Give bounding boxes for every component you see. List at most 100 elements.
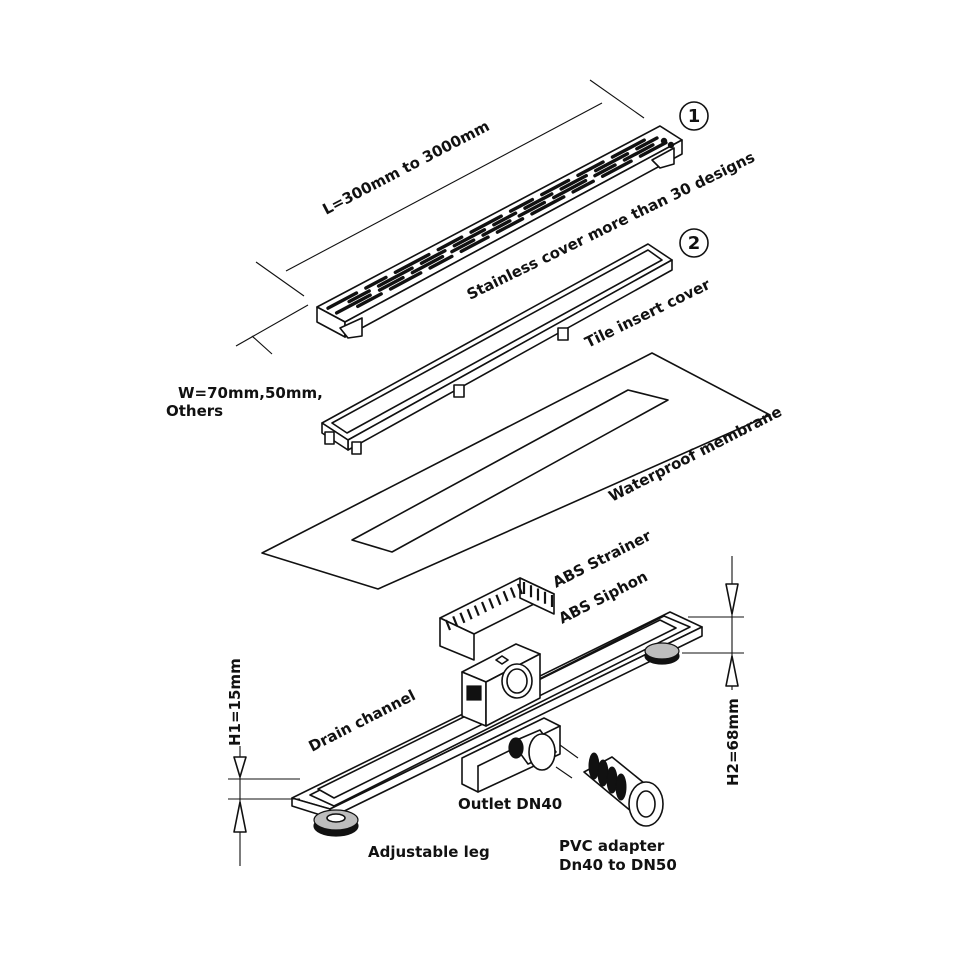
cover-leg-front bbox=[339, 317, 363, 339]
step-2-badge: 2 bbox=[679, 228, 709, 258]
cover-slot bbox=[428, 254, 454, 270]
waterproof-membrane bbox=[261, 352, 771, 590]
tile-frame-end bbox=[321, 422, 349, 451]
tile-clip bbox=[453, 384, 465, 398]
cover-slot bbox=[495, 217, 525, 234]
adapter-rib bbox=[606, 766, 618, 794]
h2-label: H2=68mm bbox=[724, 698, 742, 786]
cover-slot bbox=[571, 179, 595, 194]
adapter-rib bbox=[597, 759, 609, 787]
cover-slot bbox=[622, 143, 655, 162]
cover-hole bbox=[667, 141, 675, 149]
membrane-cutout bbox=[351, 389, 669, 553]
cover-slot bbox=[450, 238, 476, 254]
cover-slot bbox=[388, 271, 423, 291]
step-1-number: 1 bbox=[688, 106, 701, 127]
strainer-tooth bbox=[488, 597, 495, 609]
siphon-vent bbox=[466, 685, 482, 701]
tile-clip bbox=[557, 327, 569, 341]
strainer-tooth bbox=[452, 615, 459, 627]
tile-leg bbox=[324, 431, 335, 445]
length-label: L=300mm to 3000mm bbox=[320, 117, 493, 219]
strainer-tooth bbox=[473, 605, 480, 617]
adjustable-leg-label: Adjustable leg bbox=[368, 843, 490, 861]
adapter-bore bbox=[636, 790, 656, 818]
step-2-number: 2 bbox=[688, 233, 701, 254]
strainer-tooth bbox=[502, 590, 509, 602]
cover-slot bbox=[593, 152, 630, 173]
strainer-comb bbox=[444, 582, 554, 631]
cover-slot bbox=[530, 195, 566, 216]
outlet-ring bbox=[508, 737, 524, 759]
strainer-tooth bbox=[480, 601, 488, 613]
h2-arrow-up bbox=[725, 655, 739, 687]
cover-slot bbox=[638, 140, 668, 158]
cover-slot bbox=[635, 136, 659, 151]
cover-slot bbox=[326, 291, 359, 310]
membrane-sheet bbox=[261, 352, 771, 590]
adapter-rib bbox=[588, 752, 600, 780]
cover-slot bbox=[393, 252, 431, 275]
cover-slot bbox=[376, 266, 414, 288]
tile-leg bbox=[351, 441, 362, 455]
step-2-circle bbox=[679, 228, 709, 258]
outlet-dn40 bbox=[508, 729, 557, 771]
siphon-port bbox=[506, 668, 528, 694]
strainer-tooth bbox=[495, 594, 502, 606]
cover-slot bbox=[452, 228, 487, 248]
cover-slot bbox=[523, 192, 554, 210]
h1-arrow-up bbox=[233, 801, 247, 833]
adjustable-legs bbox=[313, 642, 680, 837]
step-1-circle bbox=[679, 101, 709, 131]
strainer-tooth bbox=[509, 587, 516, 599]
pvc-adapter-label-line2: Dn40 to DN50 bbox=[559, 856, 677, 874]
tile-insert-cover bbox=[321, 243, 673, 455]
leg-screw bbox=[326, 813, 346, 823]
pvc-adapter-label-line1: PVC adapter bbox=[559, 837, 665, 855]
cover-slot bbox=[356, 292, 383, 309]
outlet-pipe-end bbox=[528, 733, 556, 771]
cover-slot bbox=[334, 293, 372, 315]
cover-slot bbox=[600, 159, 633, 178]
cover-slot bbox=[469, 214, 503, 234]
step-1-badge: 1 bbox=[679, 101, 709, 131]
outlet-label: Outlet DN40 bbox=[458, 795, 562, 813]
cover-slot bbox=[610, 138, 646, 159]
cover-slot bbox=[410, 254, 445, 275]
pvc-adapter bbox=[555, 744, 664, 827]
siphon-arrow-mark bbox=[495, 655, 509, 665]
length-extension-right bbox=[589, 79, 645, 119]
cover-slot bbox=[508, 197, 535, 213]
width-dimension-line bbox=[235, 304, 309, 347]
abs-siphon bbox=[461, 643, 541, 727]
adapter-guide-line bbox=[559, 744, 579, 759]
strainer-tooth bbox=[459, 612, 466, 624]
cover-hole bbox=[660, 137, 668, 145]
h2-dimension: H2=68mm bbox=[682, 556, 744, 786]
cover-leg-back bbox=[651, 147, 675, 169]
cover-slot bbox=[559, 173, 588, 191]
cover-slot bbox=[552, 178, 588, 200]
cover-slot bbox=[517, 200, 547, 218]
cover-slot bbox=[436, 235, 464, 252]
cover-slot bbox=[347, 289, 371, 304]
h1-dimension: H1=15mm bbox=[226, 658, 300, 866]
strainer-tooth bbox=[516, 583, 524, 595]
cover-slot bbox=[576, 160, 605, 178]
adjustable-leg-back bbox=[644, 642, 680, 665]
cover-slot bbox=[481, 219, 512, 237]
cover-slot bbox=[364, 275, 388, 290]
cover-slot bbox=[492, 211, 518, 227]
length-dimension-line bbox=[285, 102, 603, 272]
strainer-tooth bbox=[444, 619, 452, 631]
width-tick bbox=[251, 335, 273, 355]
strainer-tooth bbox=[466, 608, 473, 620]
stainless-cover bbox=[316, 125, 683, 339]
width-label-line1: W=70mm,50mm, bbox=[178, 384, 323, 402]
cover-slot bbox=[377, 275, 405, 292]
cover-slot bbox=[593, 163, 617, 178]
tile-frame-inner bbox=[331, 249, 663, 434]
dimension-lines bbox=[235, 79, 645, 355]
